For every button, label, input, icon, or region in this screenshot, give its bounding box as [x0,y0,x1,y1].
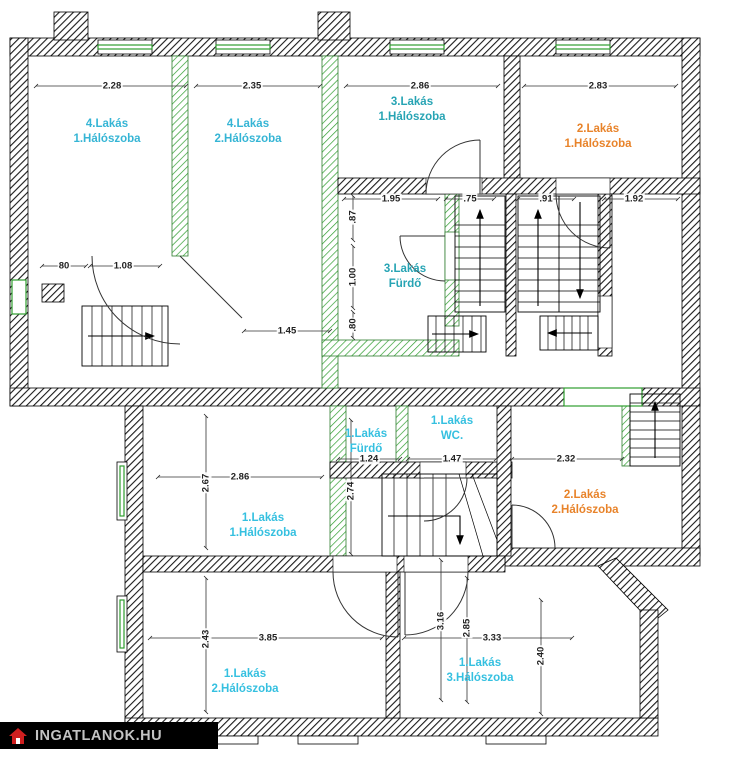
house-logo-icon [9,727,27,744]
room-apartment: 2.Lakás [563,489,607,502]
dimension-label: 1.00 [347,266,359,288]
room-apartment: 4.Lakás [226,118,270,131]
stair-left [81,305,169,367]
room-label-apt2-bedroom1: 2.Lakás 1.Hálószoba [564,122,631,152]
dimension-label: 2.85 [461,617,473,639]
room-name: 3.Hálószoba [446,672,514,684]
room-name: Fürdő [388,278,422,290]
wall-openings [11,177,643,573]
dimension-label: 2.67 [200,472,212,494]
dimension-label: .87 [347,209,359,225]
room-apartment: 3.Lakás [390,96,434,109]
dimension-label: 3.16 [435,610,447,632]
room-apartment: 1.Lakás [241,512,285,525]
dimension-label: 1.45 [276,325,298,337]
door-arc-apt2-bedroom [511,504,556,549]
stair-right [629,393,681,467]
room-label-apt1-bedroom2: 1.Lakás 2.Hálószoba [211,667,278,697]
dimension-label: 1.92 [623,193,645,205]
dimension-label: 2.40 [535,645,547,667]
room-name: 2.Hálószoba [211,683,279,695]
room-name: Fürdő [349,443,383,455]
stair-center-a [454,195,506,313]
dimension-label: .80 [347,317,359,333]
room-name: 2.Hálószoba [551,504,619,516]
room-apartment: 1.Lakás [344,428,388,441]
door-arc-corridor [555,193,611,249]
stair-winder [381,473,498,557]
dimension-label: 1.47 [441,453,463,465]
room-label-apt3-bathroom: 3.Lakás Fürdő [384,262,426,292]
dimension-label: 3.85 [257,632,279,644]
dimension-label: 2.86 [409,80,431,92]
dimension-label: 2.32 [555,453,577,465]
room-label-apt1-bathroom: 1.Lakás Fürdő [345,427,387,457]
dimension-label: .75 [462,193,478,205]
dimension-label: .91 [538,193,554,205]
stair-stub-b [539,315,599,351]
door-arc-bath3 [399,235,446,282]
door-arc-bedroom2 [332,571,399,638]
room-apartment: 3.Lakás [383,263,427,276]
dimension-label: 2.28 [101,80,123,92]
double-door-arc [91,255,243,345]
room-label-apt2-bedroom2: 2.Lakás 2.Hálószoba [551,488,618,518]
dimension-label: 3.33 [481,632,503,644]
room-apartment: 4.Lakás [85,118,129,131]
watermark-text: INGATLANOK.HU [35,727,163,744]
room-label-apt4-bedroom2: 4.Lakás 2.Hálószoba [214,117,281,147]
stair-center-b [517,195,601,313]
watermark-bar: INGATLANOK.HU [0,722,218,749]
dimension-label: 2.83 [587,80,609,92]
room-name: 1.Hálószoba [564,138,632,150]
room-apartment: 2.Lakás [576,123,620,136]
door-arc-room3 [425,139,481,195]
windows [97,39,611,745]
room-label-apt1-bedroom3: 1.Lakás 3.Hálószoba [446,656,513,686]
door-arc-wc [423,477,468,522]
room-apartment: 1.Lakás [458,657,502,670]
dimension-label: 2.74 [345,480,357,502]
room-label-apt3-bedroom1: 3.Lakás 1.Hálószoba [378,95,445,125]
dimension-label: 1.95 [380,193,402,205]
dimension-label: 2.86 [229,471,251,483]
dimension-label: 80 [57,260,71,272]
dimension-label: 1.08 [112,260,134,272]
room-apartment: 1.Lakás [223,668,267,681]
room-name: 1.Hálószoba [229,527,297,539]
stair-stub-a [427,315,487,353]
room-apartment: 1.Lakás [430,415,474,428]
room-name: 1.Hálószoba [378,111,446,123]
room-label-apt4-bedroom1: 4.Lakás 1.Hálószoba [73,117,140,147]
room-label-apt1-wc: 1.Lakás WC. [431,414,473,444]
dimension-label: 2.35 [241,80,263,92]
dimension-label: 2.43 [200,628,212,650]
room-name: 1.Hálószoba [73,133,141,145]
room-label-apt1-bedroom1: 1.Lakás 1.Hálószoba [229,511,296,541]
door-swings [91,139,611,638]
room-name: WC. [440,430,464,442]
room-name: 2.Hálószoba [214,133,282,145]
